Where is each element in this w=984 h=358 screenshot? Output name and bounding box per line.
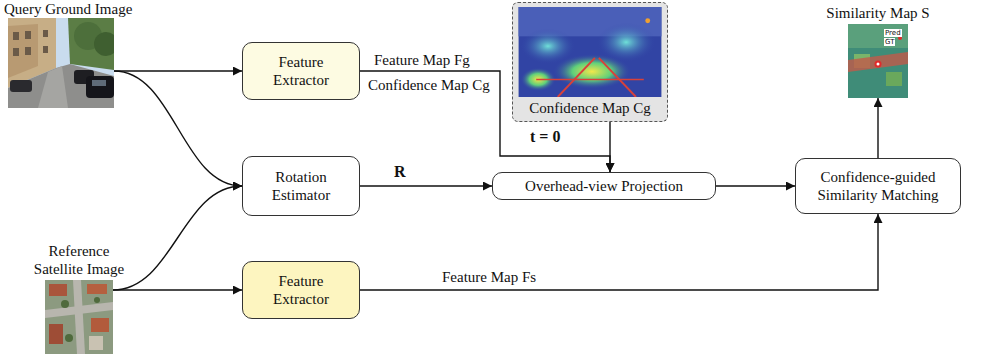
arrow-connector <box>360 214 878 290</box>
illustration-shape <box>13 32 19 40</box>
illustration-shape <box>25 47 31 55</box>
illustration-shape <box>94 32 114 56</box>
node-label: Feature Extractor <box>249 53 353 89</box>
node-label: Confidence Map Cg <box>529 99 651 117</box>
edge-label: Feature Map Fg <box>372 51 472 69</box>
illustration-shape <box>10 80 32 92</box>
illustration-shape <box>43 46 48 53</box>
node-label: Feature Extractor <box>249 272 353 308</box>
similarity-image: Similarity Map S PredGT <box>818 4 938 98</box>
legend-text: Pred <box>884 29 902 37</box>
illustration-shape <box>25 31 31 39</box>
illustration-shape <box>86 76 114 98</box>
illustration-shape <box>519 7 662 97</box>
node-label: Confidence-guided Similarity Matching <box>802 168 954 204</box>
illustration-shape <box>91 318 109 332</box>
edge-label: R <box>392 163 408 181</box>
arrow-connector <box>114 70 242 71</box>
confidence-panel: Confidence Map Cg <box>512 2 668 122</box>
node-label: Rotation Estimator <box>249 168 353 204</box>
illustration-shape <box>89 336 103 350</box>
edge-label: Feature Map Fs <box>440 268 538 286</box>
illustration-shape <box>8 18 114 108</box>
process-box: Rotation Estimator <box>242 156 360 216</box>
illustration-shape <box>536 79 644 80</box>
arrow-connector <box>113 186 242 290</box>
confidence-heatmap <box>517 7 663 97</box>
street-photo <box>8 18 114 108</box>
illustration-shape <box>886 72 902 86</box>
illustration-shape <box>645 18 650 23</box>
satellite-image: Reference Satellite Image <box>4 242 154 354</box>
illustration-shape <box>43 30 48 37</box>
process-box: Feature Extractor <box>242 261 360 319</box>
illustration-shape <box>553 54 631 89</box>
illustration-shape <box>848 24 908 48</box>
illustration-shape <box>877 63 880 66</box>
illustration-shape <box>8 64 114 108</box>
satellite-photo <box>45 280 113 354</box>
illustration-shape <box>65 334 73 342</box>
illustration-shape <box>13 48 19 56</box>
annotation-label: t = 0 <box>528 128 562 146</box>
illustration-shape <box>558 58 595 97</box>
illustration-shape <box>49 284 67 296</box>
node-label: Similarity Map S <box>818 4 938 22</box>
legend-text: GT <box>884 38 895 46</box>
illustration-shape <box>61 300 69 308</box>
ground-image: Query Ground Image <box>4 0 146 108</box>
illustration-shape <box>875 61 882 68</box>
arrow-connector <box>716 185 795 186</box>
annotation-label: Confidence Map Cg <box>366 76 492 94</box>
process-box: Confidence-guided Similarity Matching <box>795 158 961 214</box>
illustration-shape <box>94 297 100 303</box>
node-label: Overhead-view Projection <box>525 177 683 195</box>
illustration-shape <box>848 24 908 98</box>
node-label: Query Ground Image <box>4 0 146 18</box>
process-box: Feature Extractor <box>242 42 360 100</box>
illustration-shape <box>8 24 38 78</box>
arrow-connector <box>114 71 242 186</box>
illustration-shape <box>599 58 636 97</box>
illustration-shape <box>73 280 85 354</box>
arrow-connector <box>360 185 492 186</box>
arrow-connector <box>113 289 242 290</box>
arrow-connector <box>877 98 878 158</box>
illustration-shape <box>49 324 63 344</box>
process-box: Overhead-view Projection <box>492 172 716 200</box>
illustration-shape <box>848 52 908 72</box>
illustration-shape <box>45 280 113 354</box>
illustration-shape <box>92 80 106 86</box>
arrow-connector <box>609 122 610 172</box>
illustration-shape <box>87 284 107 294</box>
illustration-shape <box>38 66 68 108</box>
node-label: Reference Satellite Image <box>27 242 132 278</box>
